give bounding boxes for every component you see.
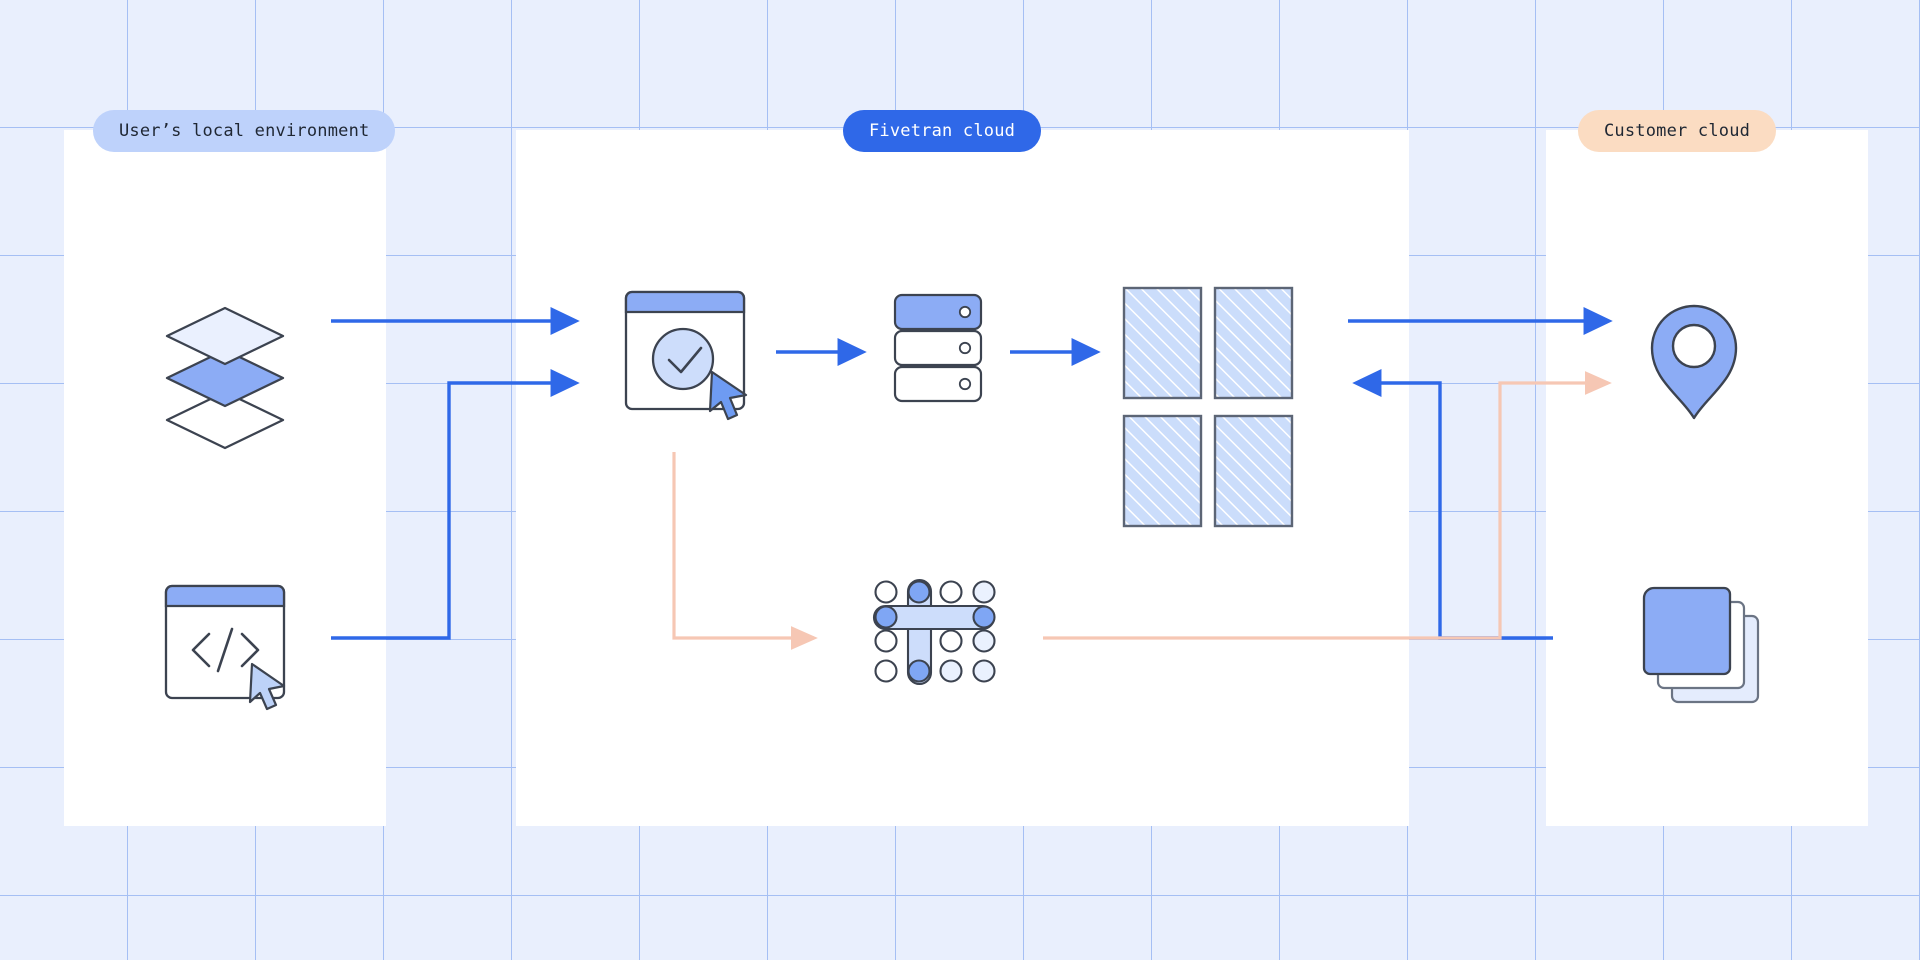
connector-transformation-to-customer: [1043, 371, 1612, 640]
layers-stack-icon: [165, 306, 285, 450]
database-stack-icon: [893, 293, 983, 403]
window-check-cursor-icon: [624, 290, 748, 421]
zone-panel-customer: [1546, 130, 1868, 826]
zone-label-customer: Customer cloud: [1578, 110, 1777, 152]
stacked-cards-icon: [1642, 586, 1760, 704]
transformation-crossbar-icon: [872, 578, 996, 686]
zone-label-local: User’s local environment: [93, 110, 396, 152]
connector-return-to-storage: [1352, 369, 1553, 640]
zone-label-fivetran: Fivetran cloud: [843, 110, 1042, 152]
zone-panel-local: [64, 130, 386, 826]
map-pin-icon: [1650, 304, 1738, 420]
code-window-cursor-icon: [164, 584, 286, 711]
connector-code-to-validation: [331, 369, 580, 640]
connector-validation-to-transformation: [672, 452, 818, 650]
hatched-tables-grid-icon: [1122, 286, 1294, 528]
